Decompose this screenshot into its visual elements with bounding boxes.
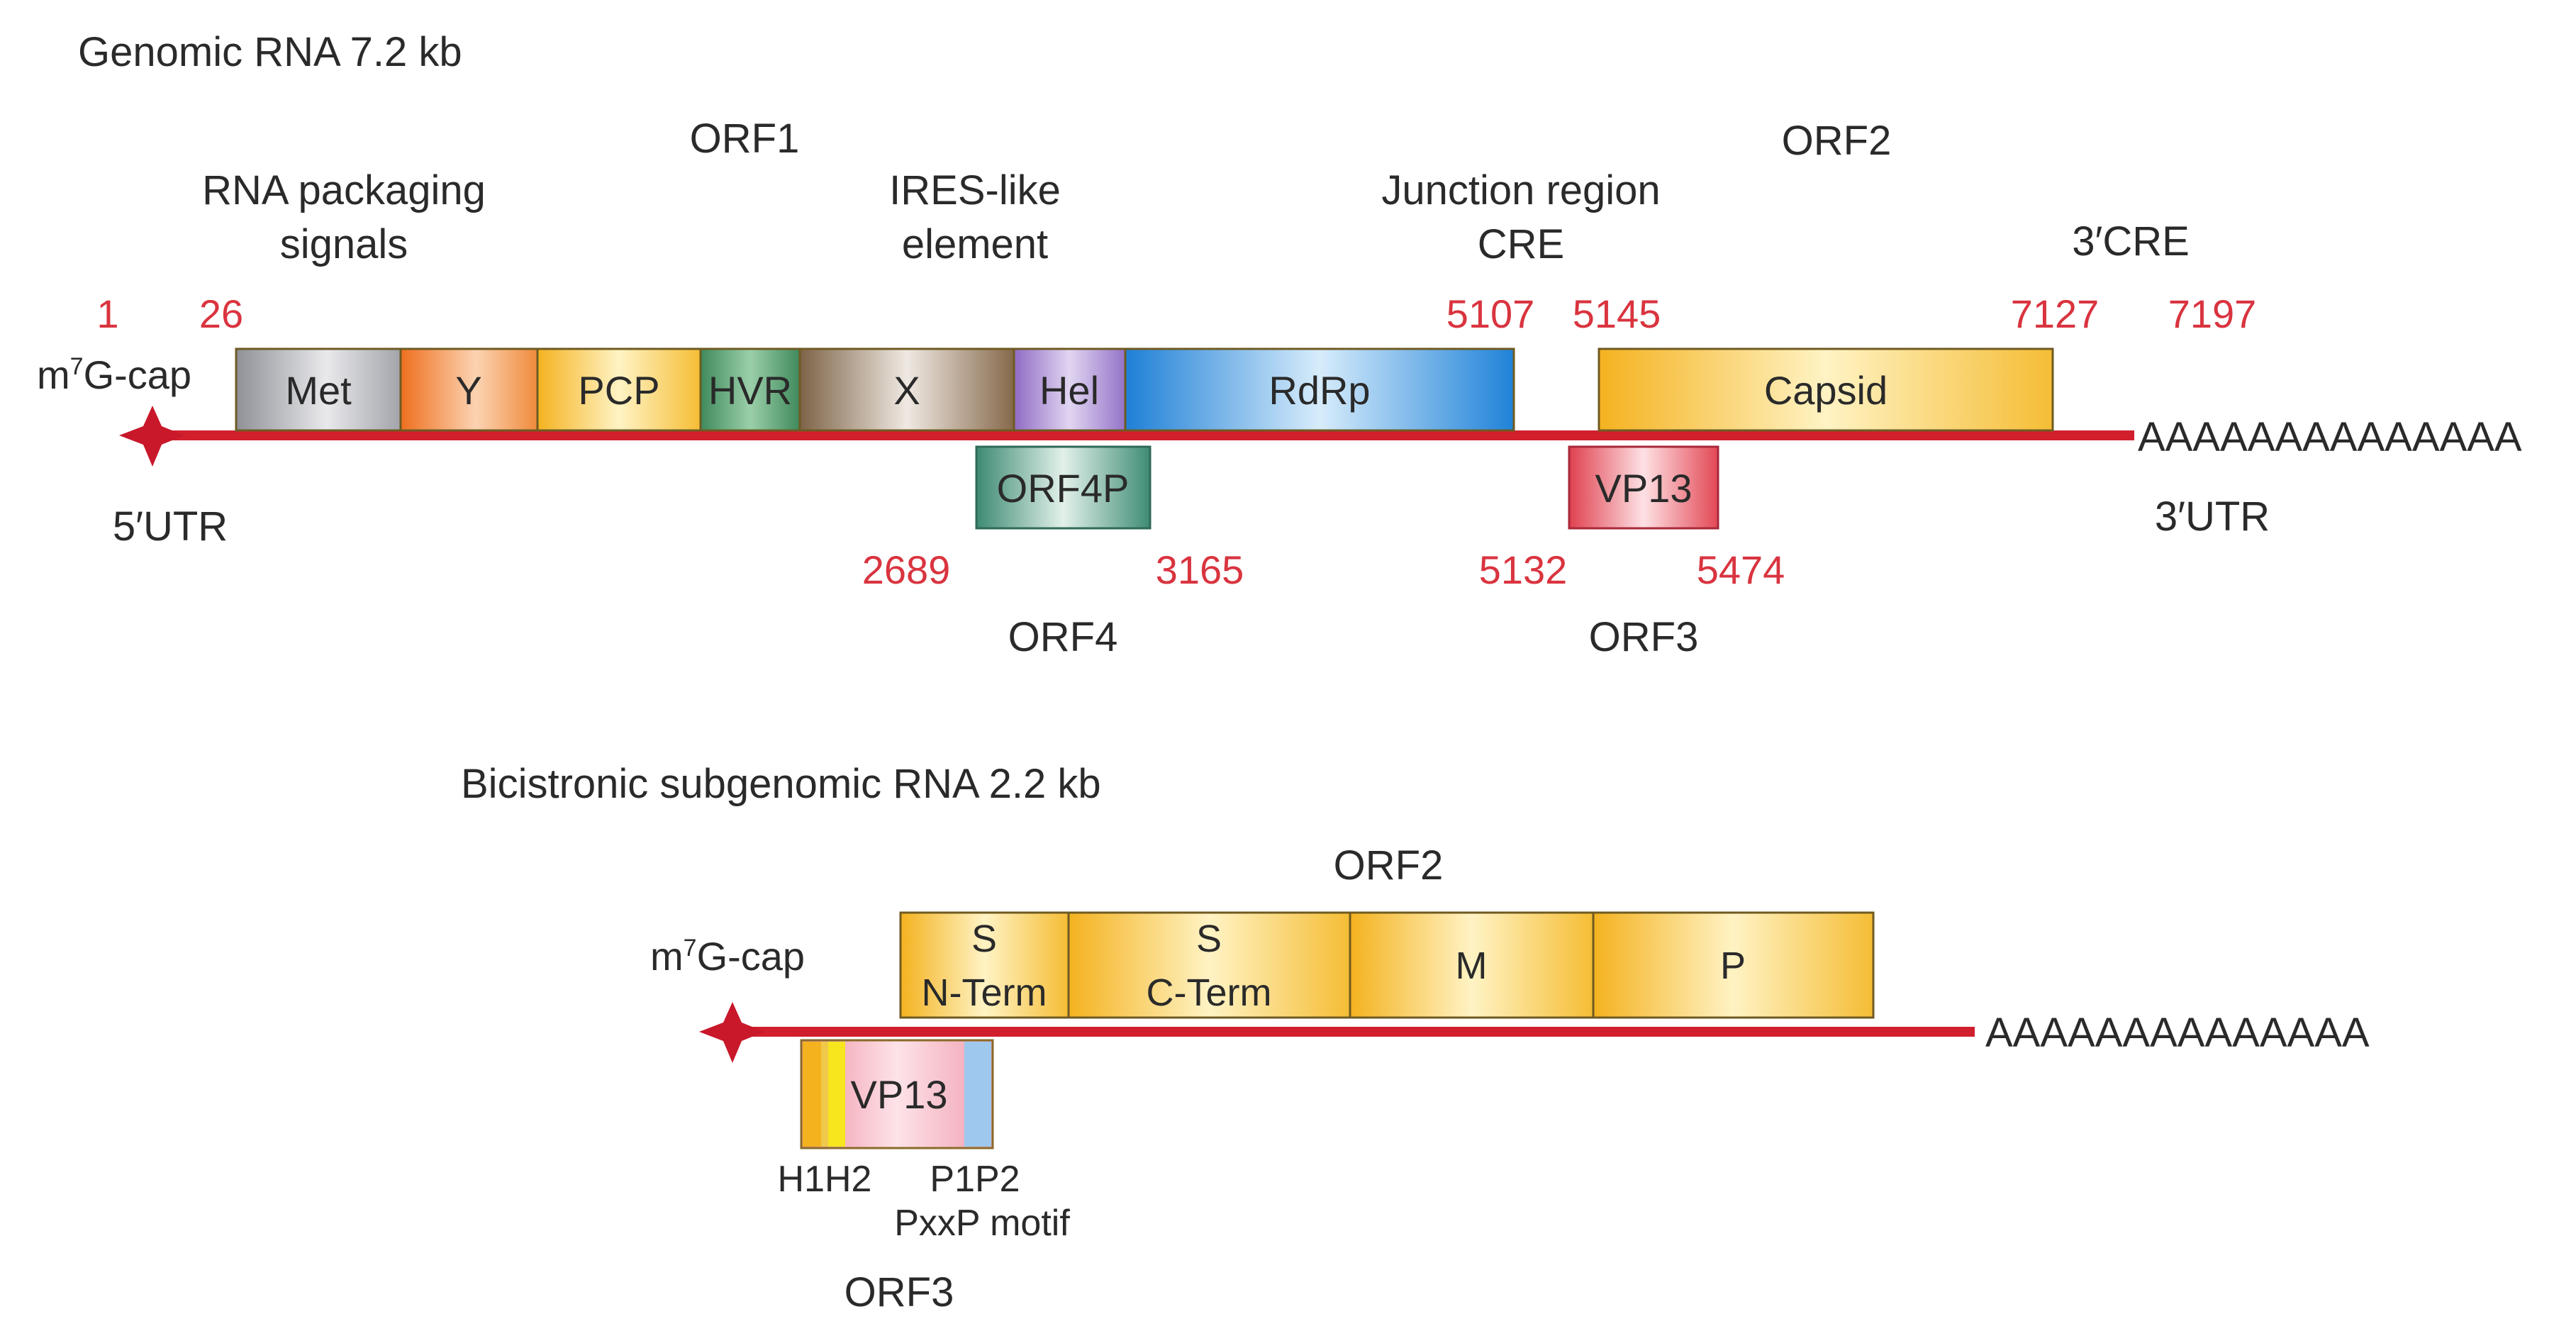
- subgenomic-p: P: [1592, 911, 1875, 1019]
- orf1-domain-met: Met: [235, 347, 402, 432]
- subgenomic-m: M: [1349, 911, 1595, 1019]
- subgenomic-s-cterm: S C-Term: [1067, 911, 1351, 1019]
- svg-text:X: X: [893, 368, 920, 413]
- svg-text:S: S: [971, 918, 997, 960]
- h1-helix: [803, 1042, 821, 1147]
- position-2689: 2689: [862, 547, 951, 592]
- rna-packaging-label: RNA packaging: [202, 167, 486, 213]
- svg-text:Met: Met: [285, 368, 352, 413]
- svg-text:P: P: [1720, 945, 1746, 987]
- orf1-domain-hvr: HVR: [699, 347, 801, 432]
- h1h2-label: H1H2: [778, 1159, 872, 1200]
- position-26: 26: [199, 291, 243, 336]
- p1p2-label: P1P2: [930, 1159, 1020, 1200]
- position-3165: 3165: [1156, 547, 1244, 592]
- subgenomic-polya: AAAAAAAAAAAAAA: [1985, 1010, 2370, 1056]
- position-7197: 7197: [2168, 291, 2257, 336]
- ires-label-2: element: [902, 221, 1048, 267]
- subgenomic-orf3-label: ORF3: [844, 1269, 954, 1315]
- h2-helix: [828, 1042, 845, 1147]
- 3utr-label: 3′UTR: [2155, 494, 2270, 540]
- orf1-domain-x: X: [798, 347, 1015, 432]
- genomic-vp13-box: VP13: [1568, 445, 1719, 530]
- genomic-title: Genomic RNA 7.2 kb: [78, 29, 462, 75]
- position-5132: 5132: [1479, 547, 1568, 592]
- subgenomic-rna-line: [716, 1027, 1975, 1037]
- svg-text:S: S: [1196, 918, 1222, 960]
- position-5107: 5107: [1446, 291, 1535, 336]
- 3cre-label: 3′CRE: [2072, 218, 2190, 264]
- rna-packaging-label-2: signals: [280, 221, 408, 267]
- subgenomic-orf2-label: ORF2: [1334, 842, 1444, 889]
- svg-text:M: M: [1456, 945, 1488, 987]
- svg-text:ORF4P: ORF4P: [997, 466, 1130, 511]
- position-5145: 5145: [1573, 291, 1661, 336]
- orf4-label: ORF4: [1008, 614, 1118, 660]
- subgenomic-title: Bicistronic subgenomic RNA 2.2 kb: [461, 761, 1101, 807]
- orf1-label: ORF1: [690, 116, 800, 162]
- junction-cre-label: CRE: [1478, 221, 1564, 267]
- orf2-label: ORF2: [1782, 118, 1892, 164]
- orf1-domain-pcp: PCP: [536, 347, 702, 432]
- svg-text:RdRp: RdRp: [1269, 368, 1370, 413]
- ires-label: IRES-like: [889, 167, 1061, 213]
- svg-text:Capsid: Capsid: [1764, 368, 1888, 413]
- pxxp-motif-label: PxxP motif: [894, 1203, 1070, 1244]
- svg-text:VP13: VP13: [1595, 466, 1693, 511]
- genomic-orf3-label: ORF3: [1589, 614, 1699, 660]
- subgenomic-cap-label: m7G-cap: [650, 934, 805, 979]
- position-1: 1: [96, 291, 118, 336]
- genomic-rna-line: [149, 430, 2134, 440]
- genomic-polya: AAAAAAAAAAAAAA: [2138, 414, 2522, 460]
- orf4p-box: ORF4P: [975, 445, 1152, 530]
- h1h2-separator: [821, 1042, 828, 1147]
- junction-region-label: Junction region: [1381, 167, 1660, 213]
- orf1-domain-rdrp: RdRp: [1124, 347, 1515, 432]
- position-7127: 7127: [2011, 291, 2100, 336]
- genomic-cap-star-icon: [119, 406, 184, 467]
- subgenomic-s-nterm: S N-Term: [899, 911, 1070, 1019]
- genomic-cap-label: m7G-cap: [37, 352, 191, 397]
- svg-text:HVR: HVR: [708, 368, 792, 413]
- position-5474: 5474: [1697, 547, 1785, 592]
- p1p2-motif: [964, 1042, 991, 1147]
- svg-text:VP13: VP13: [851, 1072, 948, 1117]
- svg-text:PCP: PCP: [578, 368, 659, 413]
- orf2-capsid: Capsid: [1598, 347, 2054, 432]
- orf1-domain-hel: Hel: [1013, 347, 1127, 432]
- subgenomic-vp13-box: VP13: [800, 1039, 994, 1149]
- subgenomic-cap-star-icon: [699, 1002, 764, 1063]
- svg-text:C-Term: C-Term: [1147, 971, 1272, 1014]
- svg-text:N-Term: N-Term: [922, 971, 1047, 1014]
- svg-text:Hel: Hel: [1039, 368, 1099, 413]
- svg-text:Y: Y: [455, 368, 481, 413]
- orf1-domain-y: Y: [399, 347, 539, 432]
- 5utr-label: 5′UTR: [113, 503, 228, 550]
